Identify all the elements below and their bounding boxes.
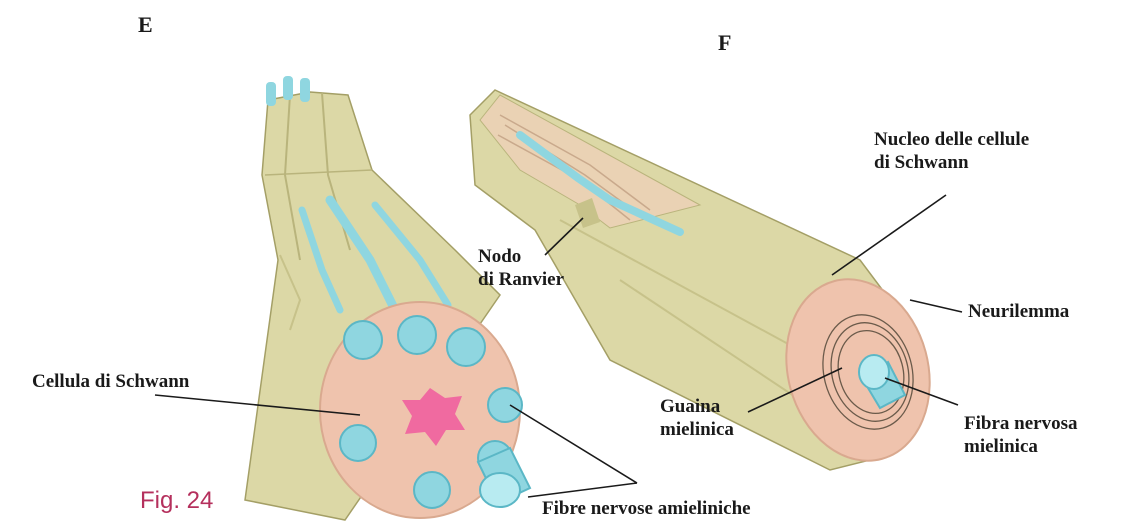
axon-tip [283,76,293,100]
axon-tip [266,82,276,106]
label-fibra-line2: mielinica [964,435,1077,458]
figure-label: Fig. 24 [140,487,213,515]
label-nodo-line2: di Ranvier [478,268,564,291]
label-nucleo-line1: Nucleo delle cellule [874,128,1029,151]
label-nucleo-schwann: Nucleo delle cellule di Schwann [874,128,1029,174]
label-guaina-line1: Guaina [660,395,734,418]
label-guaina-mielinica: Guaina mielinica [660,395,734,441]
label-fibra-mielinica: Fibra nervosa mielinica [964,412,1077,458]
panel-letter-e: E [138,12,153,38]
leader-nucleo [832,195,946,275]
panel-letter-f: F [718,30,731,56]
label-fibra-line1: Fibra nervosa [964,412,1077,435]
label-cellula-schwann: Cellula di Schwann [32,370,189,393]
label-guaina-line2: mielinica [660,418,734,441]
label-nodo-line1: Nodo [478,245,564,268]
leader-fibre-2 [528,483,637,497]
label-nodo-ranvier: Nodo di Ranvier [478,245,564,291]
label-fibre-amieliniche: Fibre nervose amieliniche [542,497,751,520]
label-neurilemma: Neurilemma [968,300,1069,323]
label-nucleo-line2: di Schwann [874,151,1029,174]
leader-neurilemma [910,300,962,312]
axon-tip [300,78,310,102]
leader-fibre-1 [510,405,637,483]
